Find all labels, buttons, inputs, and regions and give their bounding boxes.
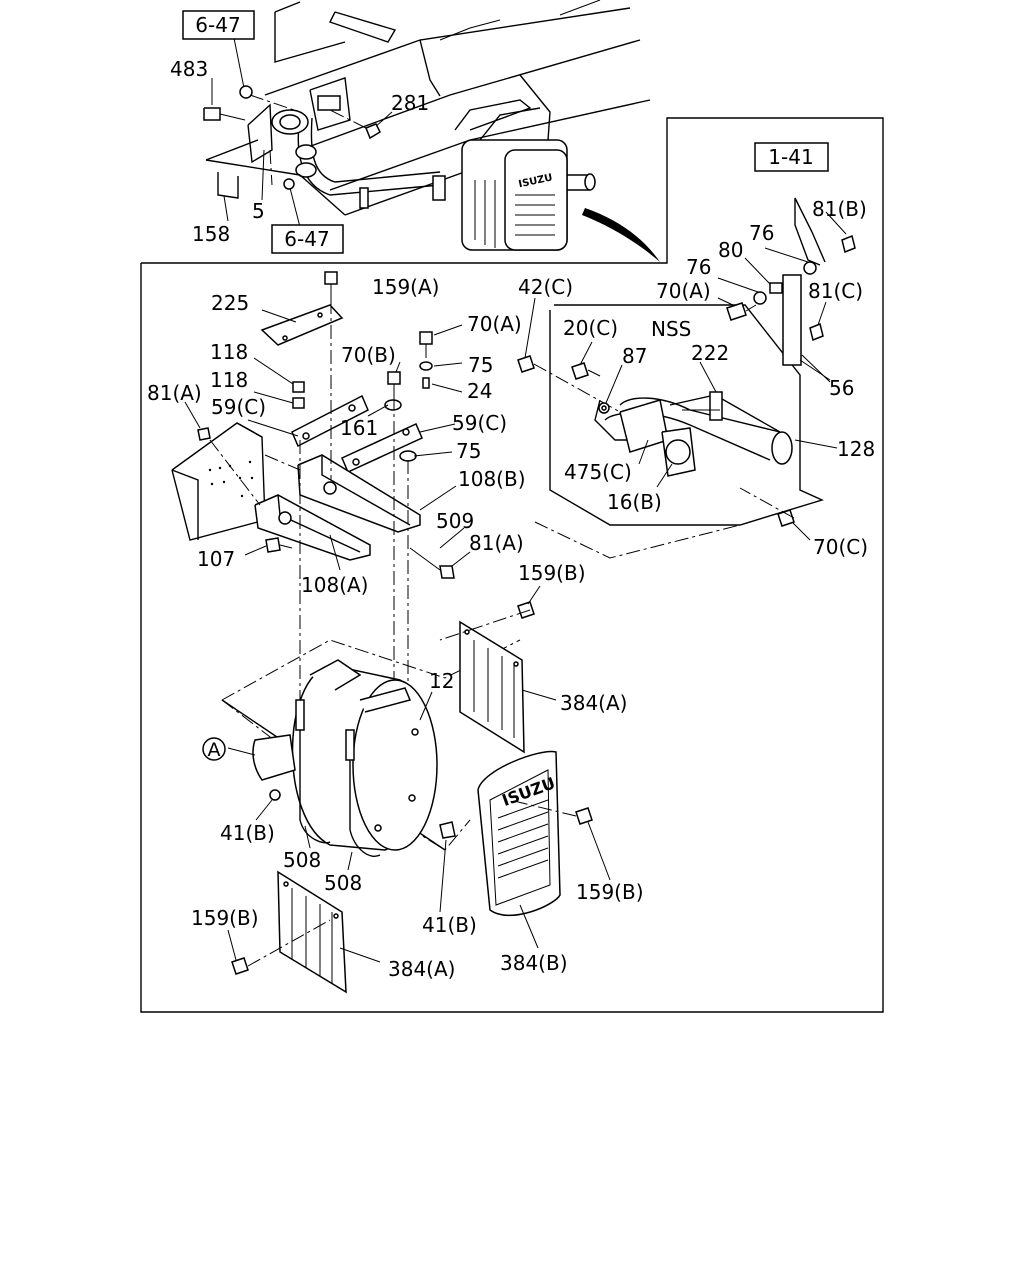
part-label: 475(C) <box>564 460 632 484</box>
part-label: 59(C) <box>452 411 507 435</box>
part-label: 59(C) <box>211 395 266 419</box>
overview-chassis: ISUZU <box>203 0 660 262</box>
part-label: 509 <box>436 509 474 533</box>
callout-label: A <box>208 739 221 761</box>
part-label: 108(A) <box>301 573 368 597</box>
part-label: 76 <box>686 255 711 279</box>
mounting-brackets <box>171 271 541 700</box>
part-label: 118 <box>210 368 248 392</box>
part-label: 76 <box>749 221 774 245</box>
part-label: 70(B) <box>341 343 396 367</box>
ref-label: 6-47 <box>284 227 329 251</box>
part-label: 161 <box>340 416 378 440</box>
part-label: 81(A) <box>469 531 524 555</box>
part-label: 384(A) <box>388 957 455 981</box>
part-label: 5 <box>252 199 265 223</box>
part-label: 159(B) <box>191 906 259 930</box>
part-label: 81(B) <box>812 197 867 221</box>
part-label: 158 <box>192 222 230 246</box>
part-label: 107 <box>197 547 235 571</box>
ref-label: 6-47 <box>195 13 240 37</box>
part-label: NSS <box>651 317 691 341</box>
part-label: 159(B) <box>576 880 644 904</box>
part-label: 70(C) <box>813 535 868 559</box>
part-label: 70(A) <box>656 279 711 303</box>
part-label: 222 <box>691 341 729 365</box>
part-labels: 483 281 5 158 81(B) 76 80 76 70(A) 81(C)… <box>147 57 875 981</box>
exhaust-pipe-assembly <box>517 197 856 559</box>
part-label: 108(B) <box>458 467 526 491</box>
part-label: 281 <box>391 91 429 115</box>
ref-box-6-47-top[interactable]: 6-47 <box>182 10 255 40</box>
part-label: 42(C) <box>518 275 573 299</box>
part-label: 41(B) <box>220 821 275 845</box>
part-label: 12 <box>429 669 454 693</box>
part-label: 16(B) <box>607 490 662 514</box>
part-label: 159(A) <box>372 275 439 299</box>
view-callout-a[interactable]: A <box>202 737 226 761</box>
part-label: 118 <box>210 340 248 364</box>
ref-box-6-47-bottom[interactable]: 6-47 <box>271 224 344 254</box>
part-label: 24 <box>467 379 492 403</box>
part-label: 41(B) <box>422 913 477 937</box>
part-label: 159(B) <box>518 561 586 585</box>
ref-box-1-41[interactable]: 1-41 <box>754 142 829 172</box>
part-label: 225 <box>211 291 249 315</box>
detail-frame <box>140 117 884 1013</box>
part-label: 508 <box>283 848 321 872</box>
ref-label: 1-41 <box>768 145 813 169</box>
part-label: 384(A) <box>560 691 627 715</box>
part-label: 508 <box>324 871 362 895</box>
part-label: 87 <box>622 344 647 368</box>
part-label: 128 <box>837 437 875 461</box>
part-label: 20(C) <box>563 316 618 340</box>
muffler-assembly: ISUZU <box>221 609 611 994</box>
part-label: 56 <box>829 376 854 400</box>
part-label: 75 <box>456 439 481 463</box>
part-label: 70(A) <box>467 312 522 336</box>
part-label: 81(C) <box>808 279 863 303</box>
part-label: 75 <box>468 353 493 377</box>
part-label: 81(A) <box>147 381 202 405</box>
part-label: 80 <box>718 238 743 262</box>
part-label: 483 <box>170 57 208 81</box>
part-label: 384(B) <box>500 951 568 975</box>
